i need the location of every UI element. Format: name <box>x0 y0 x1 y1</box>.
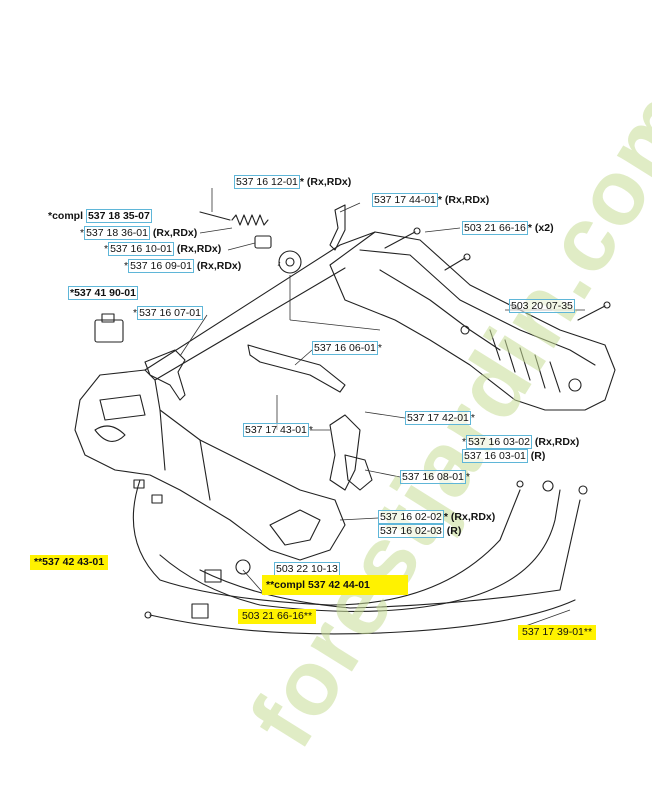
label-537-16-03-01: 537 16 03-01 (R) <box>462 449 546 463</box>
label-suffix: * (Rx,RDx) <box>299 176 352 188</box>
label-503-21-66-16: 503 21 66-16* (x2) <box>462 221 554 235</box>
label-suffix: (R) <box>443 525 462 537</box>
label-prefix: * <box>133 307 138 319</box>
label-503-20-07-35: 503 20 07-35 <box>509 299 575 313</box>
cable-1 <box>132 479 521 606</box>
label-503-22-10-13: 503 22 10-13 <box>274 562 340 576</box>
label-suffix: * (x2) <box>527 222 554 234</box>
label-537-16-02-02: 537 16 02-02* (Rx,RDx) <box>378 510 496 524</box>
part-number: 537 16 03-01 <box>462 449 528 463</box>
label-537-16-02-03: 537 16 02-03 (R) <box>378 524 462 538</box>
label-537-17-44-01: 537 17 44-01* (Rx,RDx) <box>372 193 490 207</box>
part-number: 537 17 44-01 <box>372 193 438 207</box>
highlight-503-21-66-16: 503 21 66-16** <box>238 609 317 624</box>
part-number: 503 22 10-13 <box>274 562 340 576</box>
label-suffix: (Rx,RDx) <box>531 436 580 448</box>
label-537-16-03-02: *537 16 03-02 (Rx,RDx) <box>462 435 580 449</box>
label-537-16-06-01: 537 16 06-01* <box>312 341 382 355</box>
part-number: 537 16 10-01 <box>108 242 174 256</box>
label-suffix: * (Rx,RDx) <box>443 511 496 523</box>
label-537-16-12-01: 537 16 12-01* (Rx,RDx) <box>234 175 352 189</box>
label-537-16-09-01: *537 16 09-01 (Rx,RDx) <box>124 259 242 273</box>
label-537-16-07-01: *537 16 07-01 <box>133 306 203 320</box>
handle-body-left <box>74 369 346 561</box>
cable-2 <box>159 489 561 612</box>
cable-3 <box>199 499 581 609</box>
cable-4 <box>149 599 576 635</box>
label-prefix: * <box>124 260 129 272</box>
part-number: 537 16 09-01 <box>128 259 194 273</box>
label-suffix: * <box>308 424 313 436</box>
label-537-17-42-01: 537 17 42-01* <box>405 411 475 425</box>
label-compl-537-18-35-07: *compl 537 18 35-07 <box>48 209 152 223</box>
part-number: 537 16 08-01 <box>400 470 466 484</box>
label-suffix: * <box>377 342 382 354</box>
label-suffix: * (Rx,RDx) <box>437 194 490 206</box>
label-suffix: (Rx,RDx) <box>173 243 222 255</box>
label-537-41-90-01: *537 41 90-01 <box>68 286 138 300</box>
highlight-compl-537-42-44-01: **compl 537 42 44-01 <box>262 575 408 595</box>
highlight-537-17-39-01: 537 17 39-01** <box>518 625 597 640</box>
part-number: 537 18 35-07 <box>85 209 152 223</box>
label-suffix: (Rx,RDx) <box>193 260 242 272</box>
label-suffix: * <box>465 471 470 483</box>
label-prefix: * <box>80 227 85 239</box>
part-number: 537 18 36-01 <box>84 226 150 240</box>
label-537-17-43-01: 537 17 43-01* <box>243 423 313 437</box>
part-number: 537 16 07-01 <box>137 306 203 320</box>
switch-part <box>94 319 124 343</box>
label-prefix: *compl <box>48 210 86 222</box>
label-537-18-36-01: *537 18 36-01 (Rx,RDx) <box>80 226 198 240</box>
part-number: 537 16 03-02 <box>466 435 532 449</box>
label-537-16-10-01: *537 16 10-01 (Rx,RDx) <box>104 242 222 256</box>
label-537-16-08-01: 537 16 08-01* <box>400 470 470 484</box>
handle-housing-right <box>329 231 616 411</box>
label-prefix: * <box>104 243 109 255</box>
trigger-part <box>144 349 186 401</box>
part-number: 537 16 06-01 <box>312 341 378 355</box>
part-number: 503 20 07-35 <box>509 299 575 313</box>
label-suffix: (Rx,RDx) <box>149 227 198 239</box>
part-number: 537 16 02-03 <box>378 524 444 538</box>
part-number: *537 41 90-01 <box>68 286 138 300</box>
highlight-537-42-43-01: **537 42 43-01 <box>30 555 109 570</box>
part-number: 537 17 42-01 <box>405 411 471 425</box>
part-number: 537 16 12-01 <box>234 175 300 189</box>
label-prefix: * <box>462 436 467 448</box>
label-suffix: * <box>470 412 475 424</box>
part-number: 537 17 43-01 <box>243 423 309 437</box>
lever-part <box>247 344 346 393</box>
label-suffix: (R) <box>527 450 546 462</box>
part-number: 537 16 02-02 <box>378 510 444 524</box>
spring <box>231 214 269 226</box>
part-number: 503 21 66-16 <box>462 221 528 235</box>
